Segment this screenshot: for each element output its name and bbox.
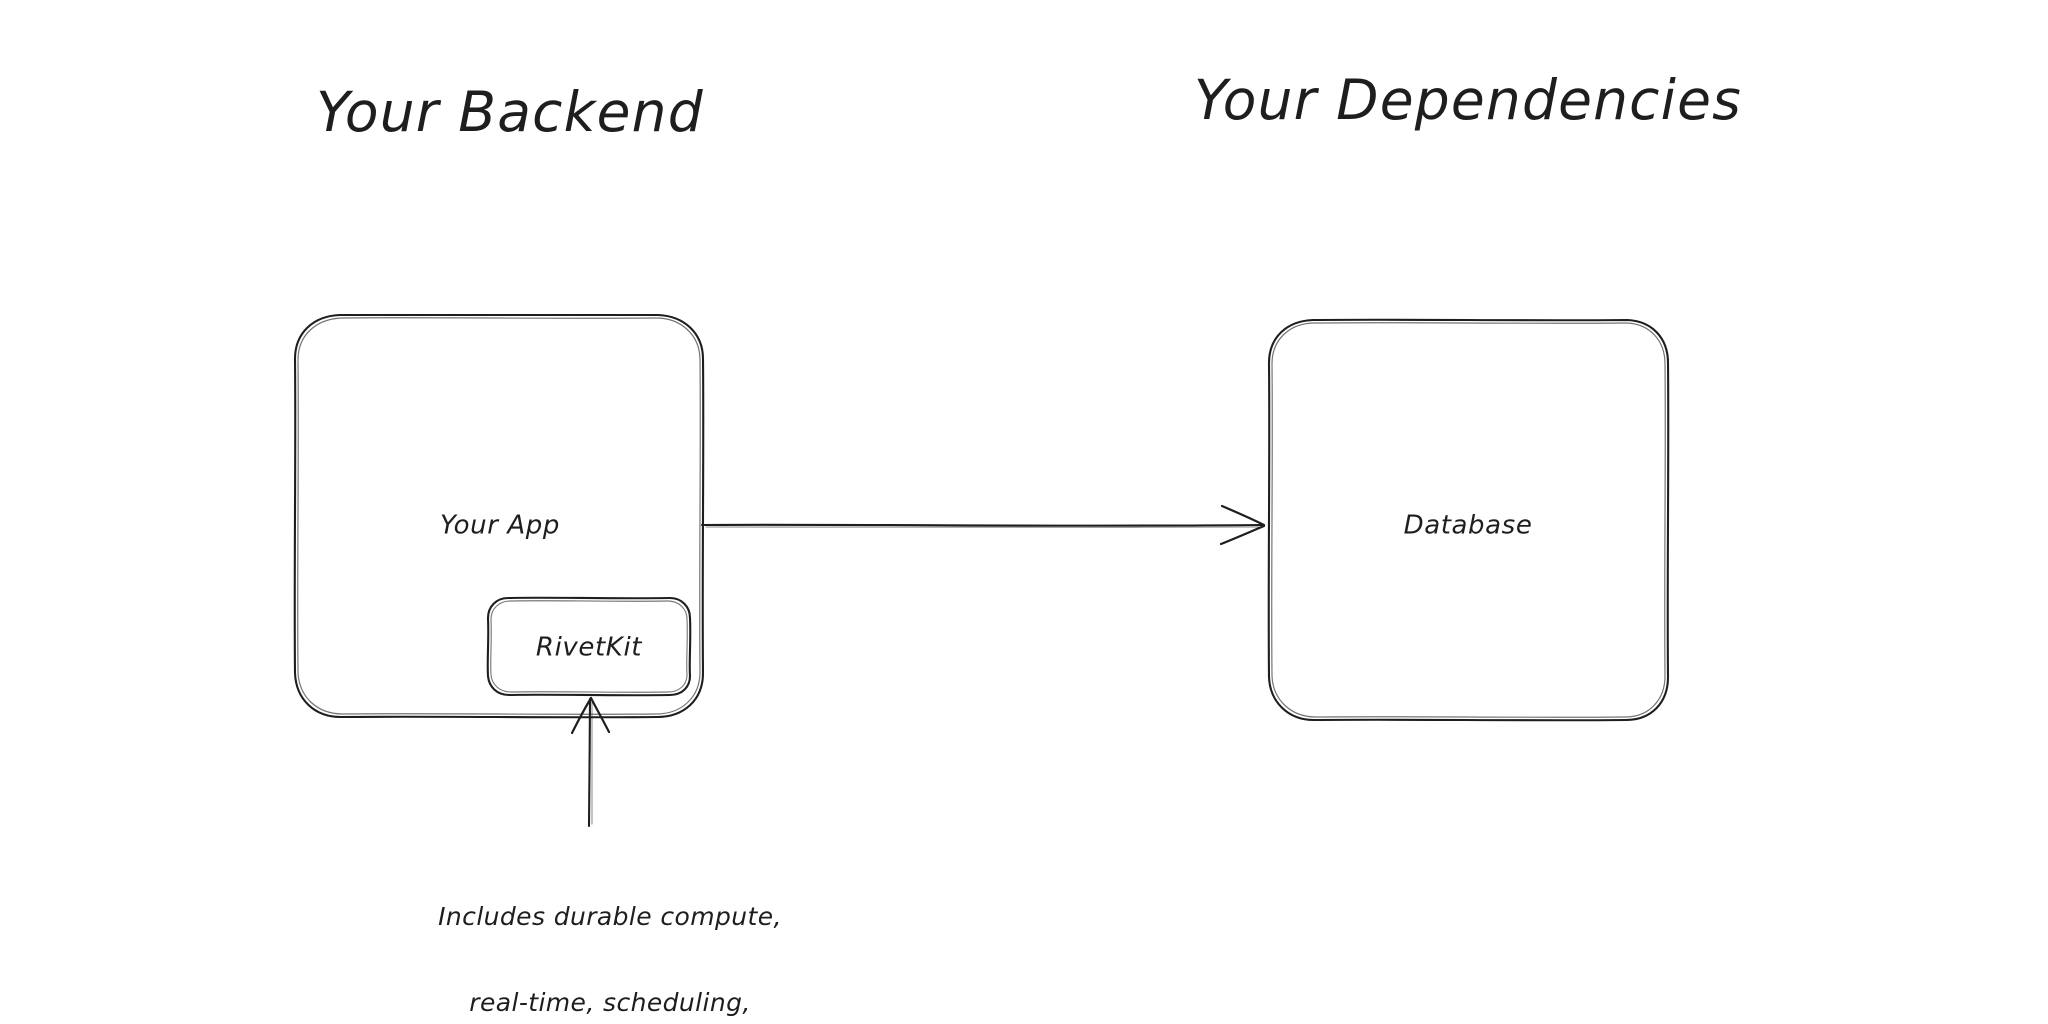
arrow-callout-to-rivetkit[interactable] bbox=[570, 696, 611, 828]
arrow-app-to-database[interactable] bbox=[700, 504, 1266, 546]
callout-note-text: Includes durable compute, real-time, sch… bbox=[438, 846, 782, 1024]
callout-note-line-2: real-time, scheduling, bbox=[469, 987, 751, 1017]
your-app-box[interactable] bbox=[293, 313, 705, 719]
group-title-dependencies: Your Dependencies bbox=[1194, 68, 1742, 132]
node-label-database: Database bbox=[1403, 510, 1533, 541]
database-box[interactable] bbox=[1267, 318, 1670, 722]
callout-note-line-1: Includes durable compute, bbox=[438, 902, 782, 931]
node-label-your-app: Your App bbox=[440, 510, 560, 541]
rivetkit-box[interactable] bbox=[486, 596, 692, 697]
node-label-rivetkit: RivetKit bbox=[535, 632, 643, 663]
group-title-backend: Your Backend bbox=[316, 80, 704, 144]
